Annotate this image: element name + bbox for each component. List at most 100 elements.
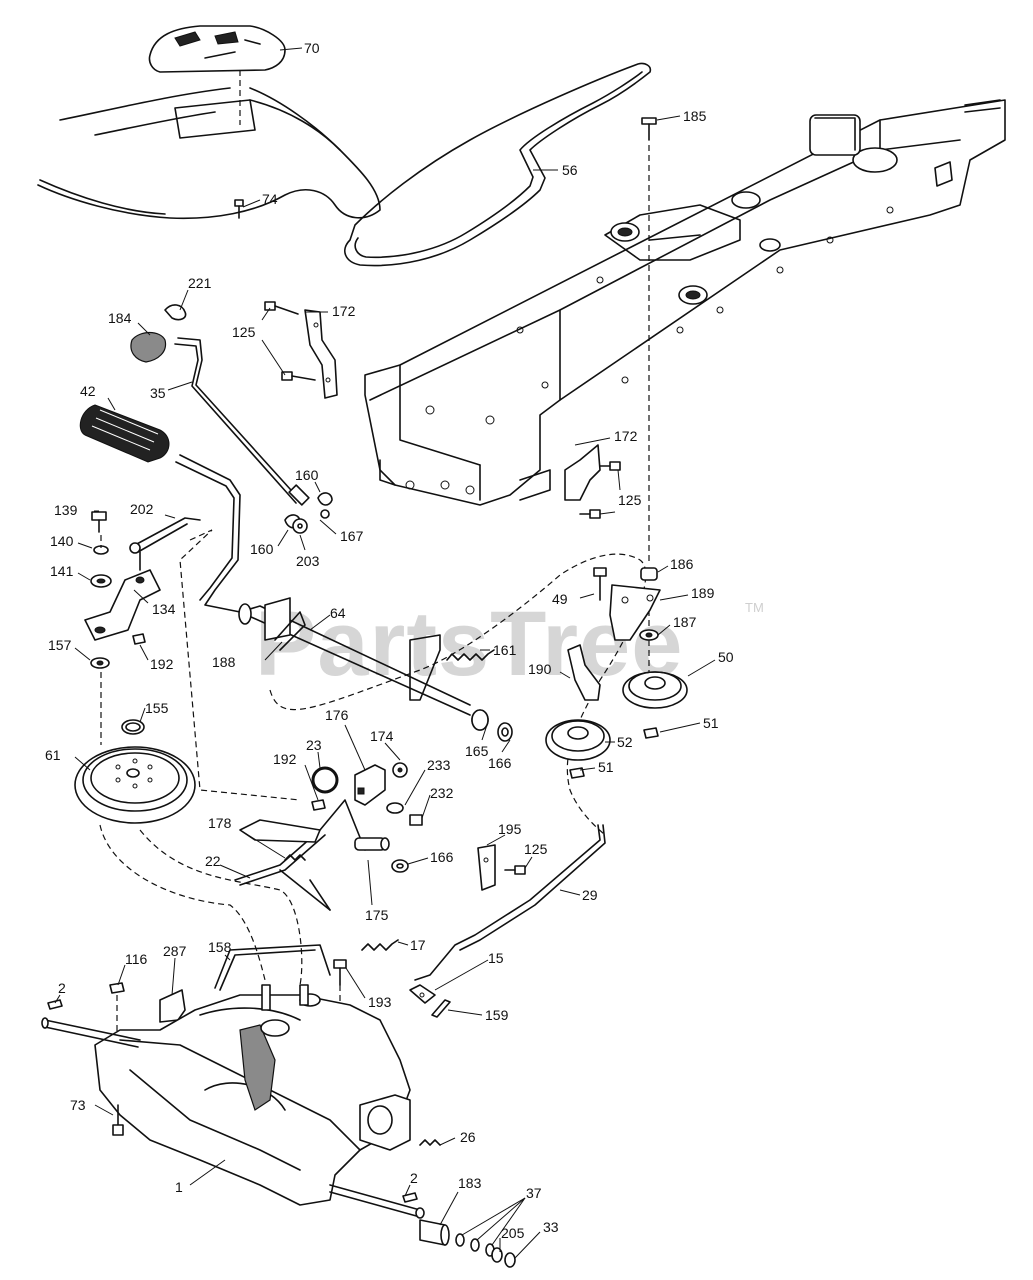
callout-166-b: 166 — [430, 849, 454, 865]
callout-1: 1 — [175, 1179, 183, 1195]
callout-172-b: 172 — [614, 428, 638, 444]
seat-pan-part — [148, 25, 286, 73]
nut-116 — [109, 982, 125, 994]
callout-17: 17 — [410, 937, 426, 953]
callout-186: 186 — [670, 556, 694, 572]
key-2-lower — [402, 1192, 418, 1203]
callout-52: 52 — [617, 734, 633, 750]
callout-157: 157 — [48, 637, 72, 653]
callout-160-b: 160 — [250, 541, 274, 557]
callout-56: 56 — [562, 162, 578, 178]
callout-221: 221 — [188, 275, 212, 291]
washer-203 — [292, 518, 308, 534]
watermark-trademark: TM — [745, 600, 764, 615]
callout-174: 174 — [370, 728, 394, 744]
callout-64: 64 — [330, 605, 346, 621]
callout-193: 193 — [368, 994, 392, 1010]
nut-51-right — [643, 727, 659, 739]
washer-166-upper — [497, 722, 513, 742]
callout-175: 175 — [365, 907, 389, 923]
drive-belt — [344, 62, 652, 267]
callout-33: 33 — [543, 1219, 559, 1235]
callout-125-b: 125 — [618, 492, 642, 508]
callout-labels: 70 74 56 185 221 184 125 172 35 42 160 1… — [45, 40, 734, 1241]
callout-155: 155 — [145, 700, 169, 716]
bolt-125-upper — [264, 301, 316, 381]
spacer-165 — [471, 709, 489, 731]
bracket-172-upper — [304, 309, 338, 399]
belt-route-dash — [269, 553, 647, 836]
callout-187: 187 — [673, 614, 697, 630]
callout-233: 233 — [427, 757, 451, 773]
leader-lines — [54, 47, 716, 1259]
bracket-176 — [354, 764, 386, 806]
callout-134: 134 — [152, 601, 176, 617]
callout-51-a: 51 — [703, 715, 719, 731]
callout-232: 232 — [430, 785, 454, 801]
transaxle-1 — [41, 984, 425, 1219]
callout-125-c: 125 — [524, 841, 548, 857]
callout-176: 176 — [325, 707, 349, 723]
rod-188 — [274, 611, 306, 651]
callout-190: 190 — [528, 661, 552, 677]
rod-29 — [414, 824, 606, 981]
callout-165: 165 — [465, 743, 489, 759]
bolt-125-mid — [504, 865, 526, 875]
callout-139: 139 — [54, 502, 78, 518]
washer-157 — [90, 657, 110, 669]
key-2-upper — [47, 999, 63, 1010]
spacer-141 — [90, 574, 112, 588]
bolt-49 — [593, 567, 607, 601]
callout-37: 37 — [526, 1185, 542, 1201]
shaft-202 — [129, 517, 201, 571]
callout-287: 287 — [163, 943, 187, 959]
bracket-195 — [477, 844, 496, 891]
bolt-232 — [409, 814, 423, 826]
callout-160-a: 160 — [295, 467, 319, 483]
callout-203: 203 — [296, 553, 320, 569]
callout-26: 26 — [460, 1129, 476, 1145]
bolt-139 — [91, 511, 107, 533]
callout-22: 22 — [205, 853, 221, 869]
callout-172-a: 172 — [332, 303, 356, 319]
clip-155 — [121, 719, 145, 735]
callout-29: 29 — [582, 887, 598, 903]
callout-195: 195 — [498, 821, 522, 837]
nut-192-mid — [311, 799, 326, 811]
washer-166-lower — [391, 859, 409, 873]
callout-49: 49 — [552, 591, 568, 607]
washers-37 — [455, 1233, 495, 1257]
nut-51-lower — [569, 767, 585, 779]
spring-161 — [446, 649, 495, 661]
callout-192-a: 192 — [150, 656, 174, 672]
callout-178: 178 — [208, 815, 232, 831]
callout-42: 42 — [80, 383, 96, 399]
pin-159 — [431, 999, 451, 1018]
bolt-125-lower — [579, 461, 621, 519]
callout-167: 167 — [340, 528, 364, 544]
callout-23: 23 — [306, 737, 322, 753]
pulley-50 — [622, 671, 688, 709]
callout-70: 70 — [304, 40, 320, 56]
callout-116: 116 — [125, 951, 148, 967]
spring-178 — [284, 854, 306, 861]
leader-dash — [179, 529, 301, 801]
callout-192-b: 192 — [273, 751, 297, 767]
callout-15: 15 — [488, 950, 504, 966]
callout-188: 188 — [212, 654, 236, 670]
bolt-185 — [641, 117, 657, 141]
pedal-pad-42 — [79, 404, 170, 463]
knob-184 — [130, 331, 167, 363]
callout-50: 50 — [718, 649, 734, 665]
chassis-frame — [364, 99, 1006, 506]
callout-73: 73 — [70, 1097, 86, 1113]
callout-140: 140 — [50, 533, 74, 549]
shaft-175 — [354, 837, 390, 851]
pulley-61 — [74, 746, 196, 824]
callout-141: 141 — [50, 563, 74, 579]
callout-2-a: 2 — [58, 980, 66, 996]
callout-74: 74 — [262, 191, 278, 207]
spacer-183 — [419, 1219, 450, 1246]
clip-160-upper — [317, 492, 333, 506]
spring-26 — [419, 1139, 441, 1146]
